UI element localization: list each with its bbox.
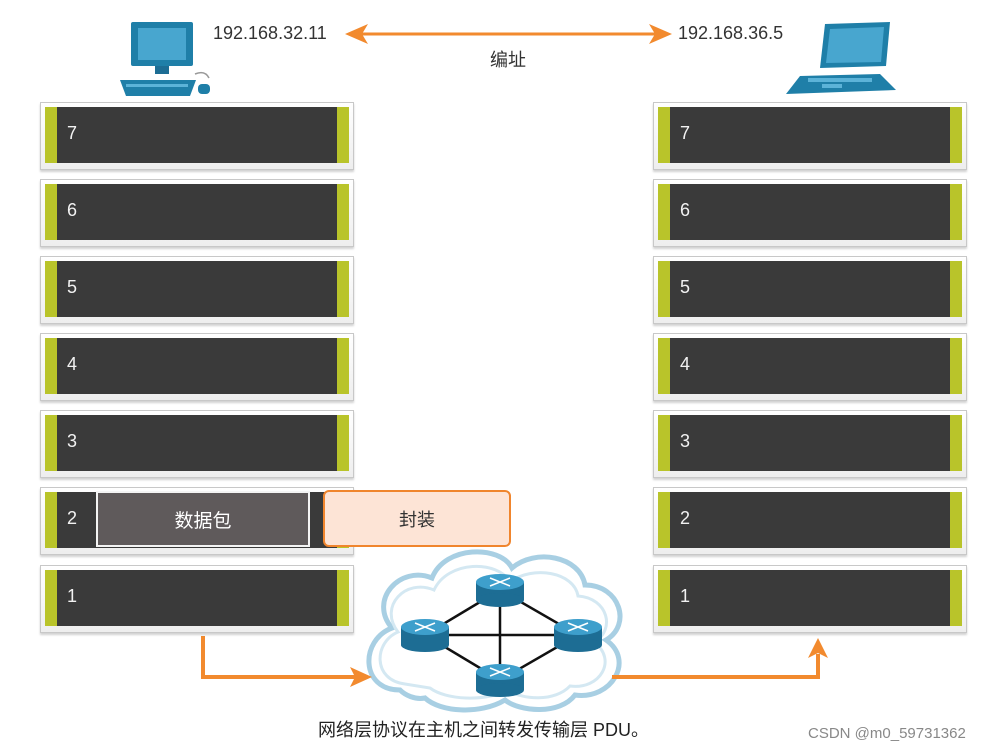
layer-number: 6 — [680, 200, 691, 220]
right-layer-2: 2 — [653, 487, 967, 555]
router-icon-left — [401, 619, 449, 652]
left-layer-3: 3 — [40, 410, 354, 478]
packet-box: 数据包 — [96, 491, 310, 547]
layer-number: 3 — [680, 431, 691, 451]
router-icon-top — [476, 574, 524, 607]
laptop-icon — [786, 22, 896, 94]
layer-number: 2 — [67, 508, 78, 528]
layer-number: 7 — [67, 123, 78, 143]
source-ip-label: 192.168.32.11 — [213, 23, 327, 43]
router-icon-bottom — [476, 664, 524, 697]
network-cloud — [366, 549, 623, 713]
desktop-computer-icon — [120, 22, 210, 96]
layer-number: 5 — [67, 277, 78, 297]
layer-number: 2 — [680, 508, 691, 528]
addressing-label: 编址 — [490, 50, 526, 70]
router-icon-right — [554, 619, 602, 652]
flow-arrow-right — [612, 654, 820, 679]
layer-number: 5 — [680, 277, 691, 297]
left-layer-6: 6 — [40, 179, 354, 247]
layer-number: 6 — [67, 200, 78, 220]
right-layer-5: 5 — [653, 256, 967, 324]
left-layer-7: 7 — [40, 102, 354, 170]
destination-ip-label: 192.168.36.5 — [678, 23, 784, 43]
flow-arrow-left-head — [350, 667, 372, 687]
layer-number: 4 — [680, 354, 691, 374]
right-layer-7: 7 — [653, 102, 967, 170]
encapsulation-box: 封装 — [323, 490, 511, 547]
layer-number: 1 — [67, 586, 78, 606]
right-layer-4: 4 — [653, 333, 967, 401]
layer-number: 1 — [680, 586, 691, 606]
left-layer-5: 5 — [40, 256, 354, 324]
watermark: CSDN @m0_59731362 — [808, 725, 966, 742]
flow-arrow-right-head — [808, 638, 828, 658]
right-layer-3: 3 — [653, 410, 967, 478]
flow-arrow-left — [201, 636, 355, 679]
left-layer-1: 1 — [40, 565, 354, 633]
right-layer-1: 1 — [653, 565, 967, 633]
addressing-arrow — [345, 24, 672, 44]
left-layer-4: 4 — [40, 333, 354, 401]
layer-number: 3 — [67, 431, 78, 451]
layer-number: 7 — [680, 123, 691, 143]
layer-number: 4 — [67, 354, 78, 374]
right-layer-6: 6 — [653, 179, 967, 247]
diagram-caption: 网络层协议在主机之间转发传输层 PDU。 — [318, 720, 650, 740]
